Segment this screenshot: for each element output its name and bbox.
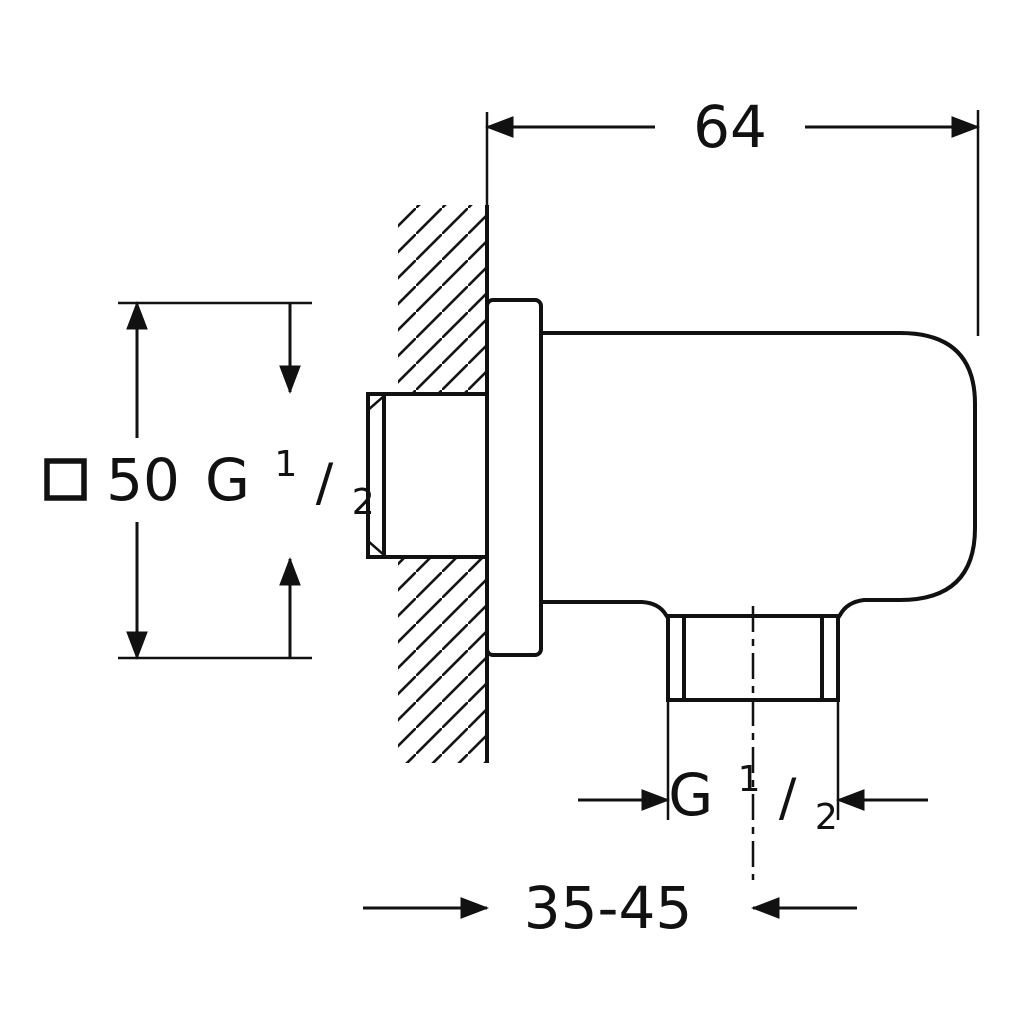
thread-inlet-prefix: G <box>205 446 250 514</box>
thread-outlet-label: G 1 / 2 <box>668 737 838 838</box>
thread-outlet-callout: G 1 / 2 <box>578 700 928 838</box>
fixture <box>366 298 977 880</box>
body-outline <box>539 331 977 620</box>
dim-label-35-45: 35-45 <box>524 874 693 942</box>
thread-outlet-denominator: 2 <box>815 797 838 838</box>
square-symbol-icon <box>44 458 87 501</box>
thread-inlet-denominator: 2 <box>352 482 375 523</box>
thread-outlet-numerator: 1 <box>738 759 761 800</box>
inlet-nipple <box>366 392 489 559</box>
inlet-nipple-body <box>366 392 489 559</box>
dim-label-64: 64 <box>693 93 767 161</box>
dimension-left-50: 50 <box>44 301 312 660</box>
inlet-chamfer-bottom <box>367 540 385 556</box>
thread-outlet-prefix: G <box>668 761 713 829</box>
inlet-chamfer-top <box>367 395 385 411</box>
dim-label-50: 50 <box>106 446 180 514</box>
thread-inlet-numerator: 1 <box>274 444 297 485</box>
thread-inlet-slash: / <box>316 453 334 513</box>
thread-inlet-label: G 1 / 2 <box>205 422 375 523</box>
dimension-bottom-35-45: 35-45 <box>363 874 857 942</box>
dimension-top-64: 64 <box>485 93 980 336</box>
thread-inlet-callout: G 1 / 2 <box>205 303 375 658</box>
escutcheon-plate <box>485 298 543 657</box>
thread-outlet-slash: / <box>779 768 797 828</box>
